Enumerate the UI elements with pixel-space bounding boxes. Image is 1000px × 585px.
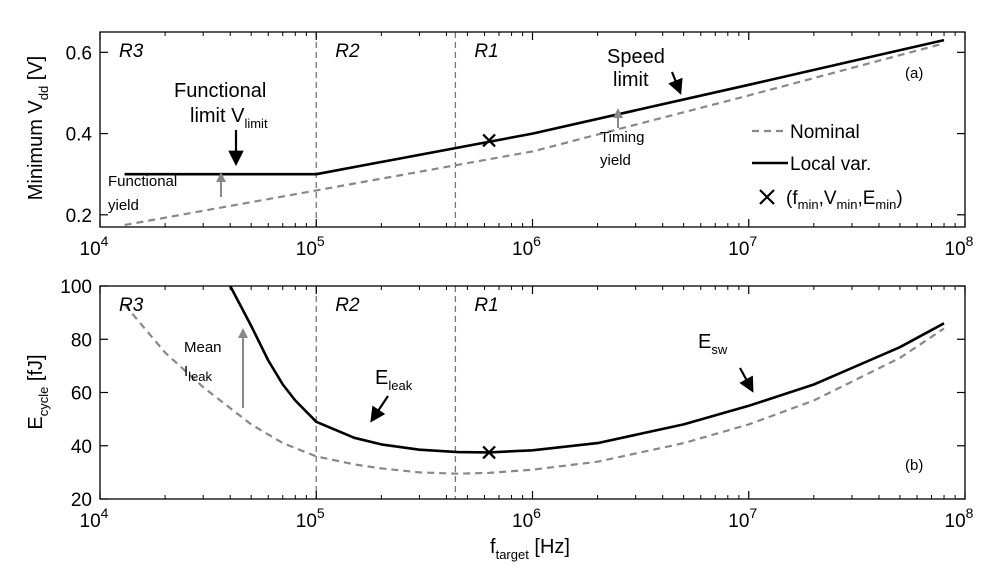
esw-label: Esw <box>698 331 728 357</box>
speed-limit-annotation: Speed limit <box>607 46 683 95</box>
panel-b-minimum-marker <box>482 445 496 460</box>
region-label-r3: R3 <box>119 295 144 316</box>
eleak-label: Eleak <box>375 367 413 393</box>
region-label-r2: R2 <box>335 295 360 316</box>
x-tick-label: 106 <box>512 233 541 260</box>
panel-b-y-axis-label: Ecycle [fJ] <box>25 354 51 429</box>
y-tick-label: 80 <box>71 330 92 351</box>
mean-ileak-line2: Ileak <box>184 363 213 384</box>
eleak-annotation: Eleak <box>370 367 413 423</box>
mean-ileak-annotation: Mean Ileak <box>184 328 248 408</box>
panel-b-x-axis-label: ftarget [Hz] <box>490 536 570 562</box>
eleak-arrow <box>370 395 389 423</box>
panel-a-x-ticks: 104 105 106 107 108 <box>80 32 974 260</box>
x-tick-label: 104 <box>80 505 109 532</box>
region-label-r2: R2 <box>335 41 360 62</box>
speed-limit-arrow <box>668 71 683 95</box>
functional-limit-line1: Functional <box>174 80 266 102</box>
legend-nominal-label: Nominal <box>790 122 860 143</box>
panel-b-x-ticks: 104 105 106 107 108 <box>80 286 974 532</box>
panel-b-axes-frame <box>99 285 966 500</box>
x-tick-label: 107 <box>728 505 757 532</box>
speed-limit-line1: Speed <box>607 46 665 68</box>
panel-b-region-labels: R3 R2 R1 <box>119 295 499 316</box>
x-tick-label: 106 <box>512 505 541 532</box>
panel-b-tag: (b) <box>905 457 923 474</box>
panel-a: 104 105 106 107 108 0.2 0.4 0.6 R3 R2 R1 (a) Min… <box>25 31 974 260</box>
y-tick-label: 0.2 <box>66 206 92 227</box>
series-nominal <box>123 303 945 475</box>
series-local-var <box>229 285 945 454</box>
y-tick-label: 100 <box>60 277 92 298</box>
x-tick-label: 105 <box>296 233 325 260</box>
panel-b-y-ticks: 20 40 60 80 100 <box>60 277 965 511</box>
legend-marker-swatch <box>759 189 775 205</box>
region-label-r3: R3 <box>119 41 144 62</box>
timing-yield-line2: yield <box>600 152 631 169</box>
panel-a-region-labels: R3 R2 R1 <box>119 41 499 62</box>
x-tick-label: 108 <box>945 233 974 260</box>
panel-a-region-lines <box>315 32 457 227</box>
panel-a-y-axis-label: Minimum Vdd [V] <box>25 56 51 201</box>
esw-arrow <box>739 367 754 393</box>
y-tick-label: 40 <box>71 437 92 458</box>
mean-ileak-line1: Mean <box>184 339 222 356</box>
y-tick-label: 20 <box>71 490 92 511</box>
region-label-r1: R1 <box>474 41 498 62</box>
speed-limit-line2: limit <box>613 69 649 91</box>
y-tick-label: 0.4 <box>66 125 93 146</box>
functional-yield-line1: Functional <box>108 173 177 190</box>
functional-yield-annotation: Functional yield <box>108 172 226 214</box>
panel-b-series <box>123 285 945 475</box>
esw-annotation: Esw <box>698 331 754 393</box>
x-tick-label: 104 <box>80 233 109 260</box>
panel-a-legend: Nominal Local var. (fmin,Vmin,Emin) <box>752 122 903 212</box>
x-tick-label: 108 <box>945 505 974 532</box>
x-tick-label: 105 <box>296 505 325 532</box>
series-local-var <box>124 38 945 176</box>
panel-b-region-lines <box>315 286 457 499</box>
timing-yield-annotation: Timing yield <box>600 108 644 169</box>
panel-a-y-ticks: 0.2 0.4 0.6 <box>66 43 965 227</box>
legend-local-var-label: Local var. <box>790 154 871 175</box>
panel-a-minimum-marker <box>482 133 496 148</box>
panel-a-series <box>124 38 945 227</box>
timing-yield-line1: Timing <box>600 129 644 146</box>
y-tick-label: 0.6 <box>66 43 92 64</box>
functional-limit-annotation: Functional limit Vlimit <box>174 80 268 167</box>
legend-marker-label: (fmin,Vmin,Emin) <box>786 188 903 212</box>
series-nominal <box>124 42 945 227</box>
region-label-r1: R1 <box>474 295 498 316</box>
functional-yield-line2: yield <box>108 197 139 214</box>
functional-limit-line2: limit Vlimit <box>190 105 268 131</box>
panel-a-tag: (a) <box>905 65 923 82</box>
x-tick-label: 107 <box>728 233 757 260</box>
panel-b: 104 105 106 107 108 20 40 60 80 100 R3 R2 R1 (b) E… <box>25 277 974 562</box>
y-tick-label: 60 <box>71 384 92 405</box>
